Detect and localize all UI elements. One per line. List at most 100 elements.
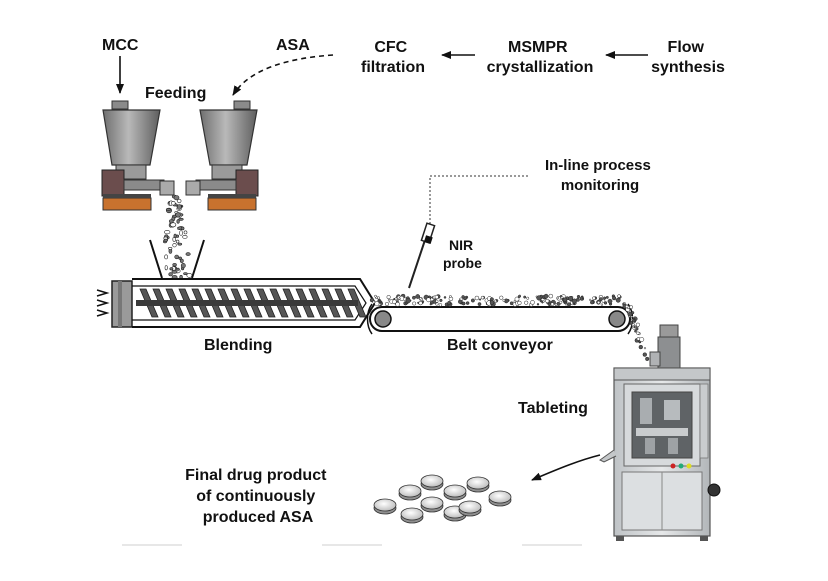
powder-particle: [412, 301, 417, 306]
label-final-line2: of continuously: [196, 488, 315, 505]
powder-particle: [523, 295, 527, 299]
label-belt-conveyor: Belt conveyor: [447, 337, 553, 354]
powder-particle: [415, 294, 421, 299]
powder-particle: [629, 321, 634, 325]
blender-inlet-funnel: [149, 239, 205, 279]
tablet: [373, 498, 397, 515]
powder-particle: [172, 263, 177, 267]
label-mcc: MCC: [102, 37, 139, 54]
powder-particle: [374, 294, 377, 298]
powder-particle: [421, 300, 425, 303]
label-monitoring: In-line process monitoring: [545, 157, 655, 194]
powder-particle: [461, 295, 465, 299]
powder-particle: [174, 254, 179, 260]
label-msmpr: MSMPR crystallization: [487, 39, 594, 76]
powder-particle: [173, 233, 177, 239]
label-cfc-line2: filtration: [361, 59, 425, 76]
powder-particle: [615, 297, 621, 303]
powder-particle: [176, 219, 180, 224]
powder-particle: [536, 303, 540, 306]
powder-particle: [386, 295, 391, 300]
label-nir-line1: NIR: [449, 237, 473, 253]
powder-particle: [517, 295, 521, 299]
powder-particle: [581, 297, 585, 300]
powder-particle: [179, 230, 184, 236]
blender-screw: [136, 288, 367, 318]
powder-particle: [183, 272, 188, 276]
feeder-mcc: [101, 100, 175, 211]
powder-particle: [171, 201, 176, 206]
powder-particle: [179, 258, 184, 263]
powder-particle: [479, 298, 482, 301]
powder-particle: [502, 299, 506, 302]
powder-particle: [379, 300, 383, 304]
powder-particle: [524, 300, 529, 305]
powder-particle: [465, 301, 470, 305]
powder-particle: [470, 298, 475, 303]
powder-particle: [612, 296, 617, 301]
powder-particle: [545, 298, 550, 304]
tablet: [458, 500, 482, 517]
label-tableting: Tableting: [518, 400, 588, 417]
powder-particle: [642, 352, 647, 357]
tablet: [488, 490, 512, 507]
powder-particle: [564, 303, 568, 306]
powder-particle: [625, 304, 629, 309]
powder-particle: [164, 254, 169, 260]
powder-particle: [395, 301, 400, 307]
powder-particle: [412, 295, 416, 300]
label-flow-line2: synthesis: [651, 59, 725, 76]
powder-particle: [631, 318, 636, 323]
monitoring-dotted-line: [429, 175, 528, 225]
powder-particle: [590, 300, 594, 305]
powder-particle: [435, 299, 439, 303]
powder-particle: [631, 311, 635, 315]
label-cfc: CFC filtration: [361, 39, 425, 76]
powder-particle: [458, 299, 463, 304]
powder-particle: [168, 246, 173, 250]
powder-particle: [377, 296, 381, 300]
powder-particle: [617, 294, 621, 298]
powder-particle: [596, 300, 601, 305]
label-final-product: Final drug product of continuously produ…: [185, 467, 331, 526]
label-nir-line2: probe: [443, 255, 482, 271]
feeder-asa: [185, 100, 259, 211]
powder-particle: [603, 296, 607, 300]
powder-particle: [589, 298, 592, 301]
powder-particle: [405, 298, 411, 304]
screw-shaft: [136, 300, 358, 306]
tablet-press: [599, 324, 721, 541]
label-flow-line1: Flow: [668, 39, 705, 56]
powder-particle: [175, 239, 180, 244]
powder-on-belt: [369, 293, 650, 361]
powder-particle: [477, 302, 482, 306]
label-feeding: Feeding: [145, 85, 206, 102]
powder-particle: [571, 298, 577, 304]
label-asa: ASA: [276, 37, 310, 54]
powder-particle: [634, 329, 637, 333]
powder-particle: [163, 238, 169, 242]
powder-particle: [539, 299, 543, 303]
powder-particle: [185, 252, 191, 256]
powder-particle: [183, 230, 188, 235]
powder-particle: [429, 303, 432, 306]
powder-particle: [559, 300, 563, 304]
powder-particle: [177, 242, 183, 246]
powder-particle: [562, 297, 568, 302]
powder-particle: [623, 302, 627, 305]
powder-particle: [165, 208, 171, 211]
powder-particle: [601, 299, 606, 303]
powder-particle: [168, 272, 173, 277]
powder-particle: [566, 302, 572, 307]
powder-particle: [384, 301, 390, 307]
powder-particle: [600, 303, 604, 306]
powder-particle: [638, 344, 643, 350]
label-msmpr-line2: crystallization: [487, 59, 594, 76]
tablet: [400, 507, 424, 524]
powder-particle: [172, 243, 177, 248]
label-monitoring-line2: monitoring: [561, 177, 639, 194]
powder-particle: [592, 296, 596, 300]
tablet: [443, 484, 467, 501]
powder-particle: [394, 297, 398, 301]
